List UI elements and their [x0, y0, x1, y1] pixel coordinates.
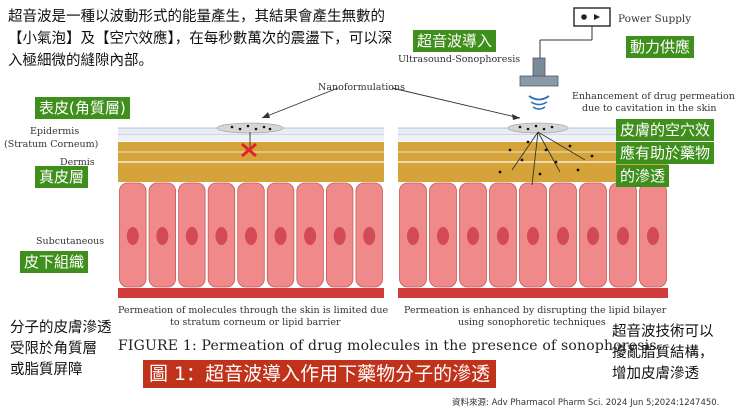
sonophoresis-zh-label: 超音波導入 [413, 30, 497, 52]
blocked-cross-icon [241, 142, 257, 158]
right-note: 超音波技術可以 擾亂脂質結構， 增加皮膚滲透 [612, 322, 714, 385]
left-note-line-2: 受限於角質層 [10, 341, 97, 357]
left-caption-2: to stratum corneum or lipid barrier [170, 317, 341, 328]
chinese-figure-title: 圖 1：超音波導入作用下藥物分子的滲透 [143, 360, 497, 388]
source-citation: 資料來源: Adv Pharmacol Pharm Sci. 2024 Jun … [452, 398, 720, 408]
right-note-line-1: 超音波技術可以 [612, 324, 714, 340]
cell-nucleus [587, 227, 599, 245]
stratum-label: (Stratum Corneum) [4, 139, 98, 150]
left-caption-1: Permeation of molecules through the skin… [118, 305, 388, 316]
enhancement-label-2: due to cavitation in the skin [582, 103, 717, 114]
cell-nucleus [245, 227, 257, 245]
figure-caption: FIGURE 1: Permeation of drug molecules i… [118, 338, 662, 354]
left-nanoformulation-drop [216, 122, 284, 134]
epidermis-zh-label: 表皮(角質層) [35, 97, 130, 119]
right-nanoformulation-drop [507, 122, 569, 134]
cell-nucleus [467, 227, 479, 245]
right-skin-block [398, 127, 668, 298]
enhancement-label-1: Enhancement of drug permeation [572, 91, 735, 102]
power-supply-knob-icon [581, 14, 587, 20]
nanoformulations-label: Nanoformulations [318, 82, 405, 93]
cell-nucleus [333, 227, 346, 245]
cell-nucleus [363, 227, 376, 245]
cell-nucleus [304, 227, 317, 245]
cavitation-zh-line-3: 的滲透 [616, 165, 670, 187]
cell-nucleus [527, 227, 539, 245]
epidermis-label: Epidermis [30, 126, 79, 137]
left-note: 分子的皮膚滲透 受限於角質層 或脂質屏障 [10, 318, 112, 381]
right-caption-2: using sonophoretic techniques [458, 317, 606, 328]
subcutaneous-label: Subcutaneous [36, 236, 104, 247]
power-supply-box [573, 7, 611, 27]
left-note-line-1: 分子的皮膚滲透 [10, 320, 112, 336]
cavitation-zh-label: 皮膚的空穴效 應有助於藥物 的滲透 [616, 119, 734, 187]
left-note-line-3: 或脂質屏障 [10, 362, 83, 378]
cell-nucleus [437, 227, 449, 245]
dermis-zh-label: 真皮層 [35, 166, 89, 188]
cell-nucleus [407, 227, 419, 245]
intro-paragraph: 超音波是一種以波動形式的能量產生，其結果會產生無數的【小氣泡】及【空穴效應】，在… [8, 9, 393, 69]
cell-nucleus [557, 227, 569, 245]
cell-nucleus [126, 227, 139, 245]
dermis-label: Dermis [60, 157, 95, 168]
cell-nucleus [185, 227, 198, 245]
cell-nucleus [647, 227, 659, 245]
right-note-line-3: 增加皮膚滲透 [612, 366, 699, 382]
cell-nucleus [617, 227, 629, 245]
right-note-line-2: 擾亂脂質結構， [612, 345, 714, 361]
cavitation-zh-line-2: 應有助於藥物 [616, 142, 715, 164]
subcutaneous-zh-label: 皮下組織 [20, 251, 89, 273]
power-supply-play-icon [594, 14, 600, 20]
power-zh-label: 動力供應 [626, 36, 695, 58]
transducer-body [519, 75, 559, 87]
cell-nucleus [497, 227, 509, 245]
right-caption-1: Permeation is enhanced by disrupting the… [404, 305, 667, 316]
ultrasound-wave-icon [528, 95, 550, 101]
power-supply-label: Power Supply [618, 13, 691, 25]
cell-nucleus [215, 227, 228, 245]
ultrasound-label: Ultrasound-Sonophoresis [398, 54, 520, 65]
cell-nucleus [156, 227, 169, 245]
cell-nucleus [274, 227, 287, 245]
cavitation-zh-line-1: 皮膚的空穴效 [616, 119, 715, 141]
transducer-stem [532, 57, 546, 77]
